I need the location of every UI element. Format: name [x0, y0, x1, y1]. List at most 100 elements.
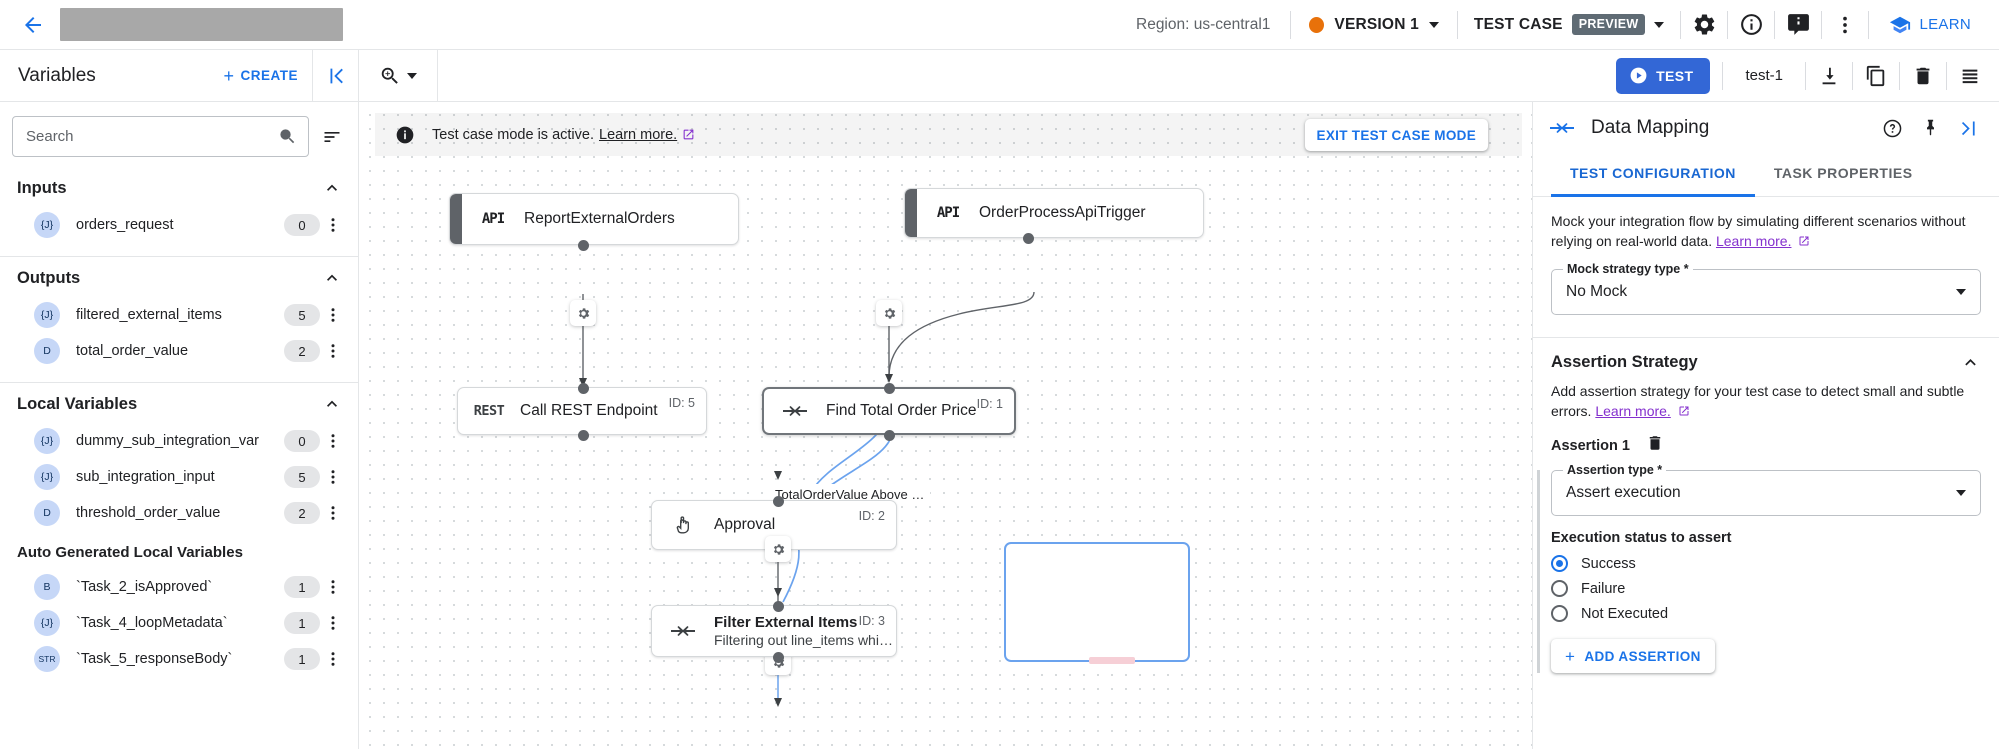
panel-body: Mock your integration flow by simulating…: [1533, 197, 1999, 749]
variable-count: 5: [284, 466, 320, 488]
tab-task-properties[interactable]: TASK PROPERTIES: [1773, 165, 1913, 181]
plus-icon: +: [223, 65, 235, 86]
more-vert-icon[interactable]: [320, 650, 346, 668]
assertion-type-select[interactable]: Assertion type * Assert execution: [1551, 463, 1981, 517]
banner-learn-more-link[interactable]: Learn more.: [599, 126, 678, 143]
node-output-port[interactable]: [578, 240, 589, 251]
mock-learn-more-link[interactable]: Learn more.: [1715, 233, 1792, 250]
test-button[interactable]: TEST: [1616, 57, 1711, 94]
assertion-learn-more-link[interactable]: Learn more.: [1595, 402, 1671, 419]
add-assertion-button[interactable]: + ADD ASSERTION: [1551, 639, 1715, 674]
copy-icon[interactable]: [1853, 53, 1899, 99]
trash-icon[interactable]: [1900, 53, 1946, 99]
node-call-rest-endpoint[interactable]: REST Call REST Endpoint ID: 5: [457, 387, 707, 435]
exit-test-case-mode-button[interactable]: EXIT TEST CASE MODE: [1304, 119, 1488, 151]
mock-strategy-type-select[interactable]: Mock strategy type * No Mock: [1551, 261, 1981, 315]
edge-gear-icon[interactable]: [570, 300, 596, 326]
search-input[interactable]: [26, 128, 278, 145]
node-input-port[interactable]: [773, 496, 784, 507]
more-vert-icon[interactable]: [1822, 2, 1868, 48]
toolbar-divider: [1852, 61, 1853, 90]
external-link-icon[interactable]: [1678, 405, 1690, 417]
list-icon[interactable]: [1947, 53, 1993, 99]
panel-tabs: TEST CONFIGURATION TASK PROPERTIES: [1533, 154, 1999, 197]
test-case-selector[interactable]: TEST CASE PREVIEW: [1458, 14, 1681, 35]
node-input-port[interactable]: [773, 601, 784, 612]
variable-name: total_order_value: [76, 343, 189, 359]
radio-indicator: [1551, 580, 1568, 598]
external-link-icon[interactable]: [682, 128, 695, 141]
more-vert-icon[interactable]: [320, 504, 346, 522]
radio-success[interactable]: Success: [1551, 551, 1981, 576]
node-input-port[interactable]: [884, 383, 895, 394]
section-header-inputs[interactable]: Inputs: [0, 167, 358, 207]
flow-canvas[interactable]: Test case mode is active. Learn more. EX…: [359, 102, 1532, 749]
selection-box[interactable]: [1004, 542, 1190, 662]
pin-icon[interactable]: [1911, 109, 1949, 147]
variable-row[interactable]: D threshold_order_value 2: [0, 495, 358, 531]
edge-gear-icon[interactable]: [765, 536, 791, 562]
type-badge: D: [34, 338, 60, 364]
back-arrow-icon[interactable]: [18, 10, 48, 40]
chevron-down-icon: [1956, 490, 1966, 497]
node-order-process-api-trigger[interactable]: API OrderProcessApiTrigger: [904, 188, 1204, 238]
node-output-port[interactable]: [1023, 233, 1034, 244]
toolbar-divider: [1727, 10, 1729, 39]
variable-row[interactable]: {J} sub_integration_input 5: [0, 459, 358, 495]
play-circle-icon: [1630, 67, 1647, 84]
radio-not-executed[interactable]: Not Executed: [1551, 601, 1981, 626]
more-vert-icon[interactable]: [320, 306, 346, 324]
feedback-icon[interactable]: [1775, 2, 1821, 48]
api-icon: API: [481, 211, 505, 227]
info-filled-icon: [396, 126, 414, 143]
edge-condition-label[interactable]: TotalOrderValue Above …: [769, 484, 931, 505]
learn-button[interactable]: LEARN: [1869, 14, 1985, 36]
mapping-icon: [652, 622, 714, 640]
more-vert-icon[interactable]: [320, 342, 346, 360]
search-icon: [280, 129, 295, 144]
more-vert-icon[interactable]: [320, 216, 346, 234]
node-id-label: ID: 1: [976, 397, 1003, 411]
edge-gear-icon[interactable]: [876, 300, 902, 326]
help-circle-icon[interactable]: [1873, 109, 1911, 147]
trash-icon[interactable]: [1646, 434, 1664, 457]
zoom-control[interactable]: [359, 50, 438, 101]
node-title: Filter External Items: [714, 614, 858, 631]
variable-name: `Task_5_responseBody`: [76, 651, 233, 667]
gear-icon[interactable]: [1681, 2, 1727, 48]
variable-row[interactable]: B `Task_2_isApproved` 1: [0, 569, 358, 605]
node-find-total-order-price[interactable]: Find Total Order Price ID: 1: [762, 387, 1016, 435]
node-filter-external-items[interactable]: Filter External Items Filtering out line…: [651, 605, 897, 657]
tab-test-configuration[interactable]: TEST CONFIGURATION: [1551, 154, 1755, 197]
node-output-port[interactable]: [884, 430, 895, 441]
section-header-local-variables[interactable]: Local Variables: [0, 383, 358, 423]
external-link-icon[interactable]: [1798, 235, 1810, 247]
collapse-left-icon[interactable]: [312, 50, 358, 101]
more-vert-icon[interactable]: [320, 432, 346, 450]
variable-row[interactable]: STR `Task_5_responseBody` 1: [0, 641, 358, 677]
variable-row[interactable]: D total_order_value 2: [0, 333, 358, 369]
sort-icon[interactable]: [319, 127, 345, 147]
more-vert-icon[interactable]: [320, 614, 346, 632]
node-report-external-orders[interactable]: API ReportExternalOrders: [449, 193, 739, 245]
variable-count: 2: [284, 340, 320, 362]
search-box[interactable]: [12, 116, 309, 157]
assertion-strategy-header[interactable]: Assertion Strategy: [1551, 338, 1981, 379]
node-output-port[interactable]: [773, 652, 784, 663]
expand-right-icon[interactable]: [1949, 109, 1987, 147]
version-selector[interactable]: VERSION 1: [1291, 16, 1457, 34]
variable-row[interactable]: {J} filtered_external_items 5: [0, 297, 358, 333]
more-vert-icon[interactable]: [320, 578, 346, 596]
node-output-port[interactable]: [578, 430, 589, 441]
variable-row[interactable]: {J} orders_request 0: [0, 207, 358, 243]
variable-row[interactable]: {J} `Task_4_loopMetadata` 1: [0, 605, 358, 641]
node-input-port[interactable]: [578, 383, 589, 394]
create-variable-button[interactable]: + CREATE: [223, 67, 312, 85]
section-header-outputs[interactable]: Outputs: [0, 257, 358, 297]
info-icon[interactable]: [1728, 2, 1774, 48]
integration-name-redacted: [60, 8, 343, 41]
radio-failure[interactable]: Failure: [1551, 576, 1981, 601]
more-vert-icon[interactable]: [320, 468, 346, 486]
download-icon[interactable]: [1806, 53, 1852, 99]
variable-row[interactable]: {J} dummy_sub_integration_var 0: [0, 423, 358, 459]
